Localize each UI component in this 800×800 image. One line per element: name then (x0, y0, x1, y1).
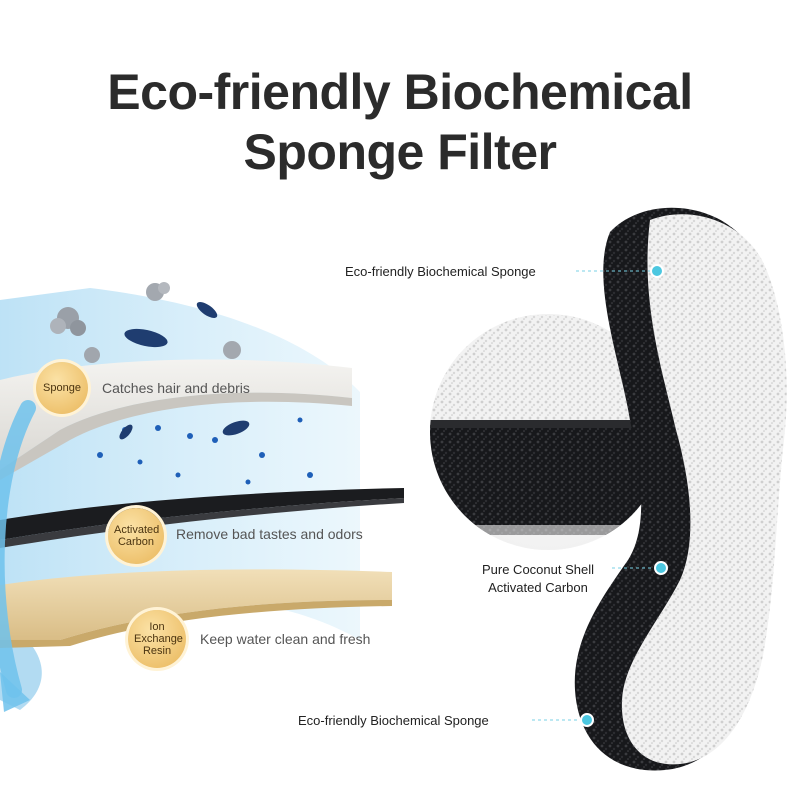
page-title: Eco-friendly Biochemical Sponge Filter (0, 62, 800, 182)
layer-desc-activated-carbon: Remove bad tastes and odors (176, 526, 363, 542)
particles-mid (97, 417, 313, 485)
callout-carbon: Pure Coconut Shell Activated Carbon (468, 561, 608, 597)
sponge-layer (0, 359, 352, 470)
layer-desc-sponge: Catches hair and debris (102, 380, 250, 396)
callout-carbon-line-1: Pure Coconut Shell (481, 562, 594, 577)
resin-layer (0, 569, 392, 640)
badge-ion-exchange-resin-label: Ion Exchange Resin (134, 621, 183, 657)
badge-sponge-label: Sponge (43, 382, 81, 394)
title-line-2: Sponge Filter (243, 124, 557, 180)
badge-sponge: Sponge (36, 362, 88, 414)
carbon-layer (0, 488, 404, 540)
particles-top (50, 282, 241, 363)
badge-ion-exchange-resin: Ion Exchange Resin (128, 610, 186, 668)
title-line-1: Eco-friendly Biochemical (107, 64, 693, 120)
callout-dots (580, 264, 668, 727)
badge-activated-carbon-label: Activated Carbon (114, 524, 160, 548)
callout-carbon-line-2: Activated Carbon (488, 580, 588, 595)
layer-desc-ion-exchange-resin: Keep water clean and fresh (200, 631, 371, 647)
flow-arrow (0, 400, 36, 698)
badge-activated-carbon: Activated Carbon (108, 508, 164, 564)
sponge-product (574, 207, 787, 771)
callout-top-sponge: Eco-friendly Biochemical Sponge (345, 264, 536, 279)
callout-lines (532, 270, 660, 721)
callout-bottom-sponge: Eco-friendly Biochemical Sponge (298, 713, 489, 728)
